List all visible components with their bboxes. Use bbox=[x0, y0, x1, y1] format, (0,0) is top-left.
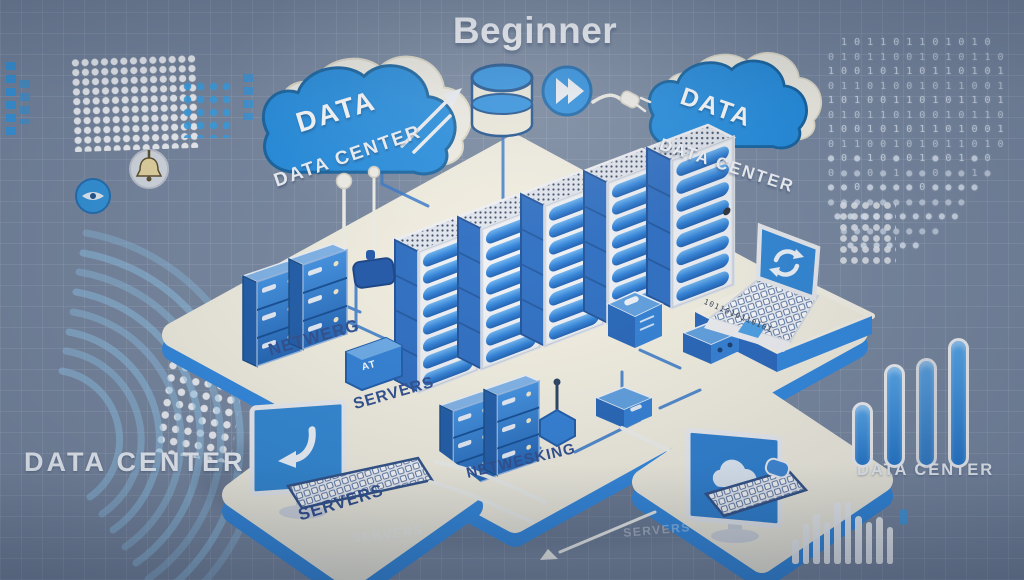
bar bbox=[813, 514, 820, 564]
pattern-row: 0 ● ● 0 ● 1 ● ● 0 ● ● 1 ● bbox=[828, 167, 992, 179]
pattern-row: 0 1 0 1 1 0 1 0 0 1 0 1 1 0 bbox=[828, 109, 1005, 121]
cloud-right bbox=[647, 52, 823, 150]
pixel-column-decor bbox=[20, 80, 30, 124]
pattern-row: 1 0 0 1 0 1 0 1 1 0 1 0 0 1 bbox=[828, 124, 1005, 135]
bar bbox=[802, 524, 809, 564]
right-keyboard bbox=[703, 468, 809, 518]
waveform-dot bbox=[899, 509, 908, 525]
fast-forward-icon bbox=[541, 65, 593, 117]
pixel-column-decor bbox=[6, 62, 16, 138]
pattern-row: ● ● ● ● ● ● ● ● bbox=[828, 225, 939, 237]
eye-icon bbox=[75, 178, 111, 214]
pixel-column-decor bbox=[243, 74, 253, 120]
bar bbox=[792, 539, 799, 564]
pattern-row: 1 0 1 1 0 1 1 0 1 0 1 0 bbox=[828, 37, 992, 48]
mouse-device bbox=[764, 457, 791, 479]
bar bbox=[916, 358, 937, 468]
network-box bbox=[681, 321, 741, 364]
bar bbox=[823, 522, 830, 564]
bell-icon bbox=[129, 149, 169, 189]
pattern-row: 0 1 1 0 1 0 0 1 0 1 1 0 0 1 bbox=[828, 80, 1005, 92]
bar bbox=[852, 402, 873, 468]
pattern-row: 0 1 1 0 0 1 0 1 0 1 1 0 1 0 bbox=[828, 138, 1005, 150]
bar bbox=[876, 517, 883, 564]
bar bbox=[886, 527, 893, 564]
bar bbox=[865, 522, 872, 564]
label-data-center-bottom-left: DATA CENTER bbox=[24, 447, 246, 477]
fingerprint-pattern bbox=[58, 229, 264, 580]
laptop bbox=[704, 222, 821, 352]
bar-chart bbox=[852, 330, 994, 468]
bar bbox=[834, 502, 841, 564]
plug-icon bbox=[591, 90, 652, 113]
bar bbox=[855, 516, 862, 564]
bar bbox=[948, 338, 969, 468]
left-keyboard bbox=[285, 456, 435, 510]
pattern-row: 1 0 0 1 0 1 1 0 1 1 0 1 0 1 bbox=[828, 66, 1005, 77]
pattern-row: ● ● 0 ● ● ● ● 0 ● ● ● ● bbox=[828, 182, 978, 193]
pattern-row: 1 0 1 0 0 1 1 0 1 0 1 1 0 1 bbox=[828, 95, 1005, 106]
pattern-row: 0 1 0 1 1 0 0 1 0 1 0 1 1 0 bbox=[828, 51, 1005, 63]
waveform-bars bbox=[792, 498, 904, 564]
binary-pattern: 1 0 1 1 0 1 1 0 1 0 1 0 0 1 0 1 1 0 0 1 0… bbox=[828, 36, 1016, 254]
cloud-left bbox=[261, 55, 472, 176]
tagged-box bbox=[345, 336, 403, 392]
pattern-row: ● ● ● ● ● ● ● ● ● ● ● bbox=[828, 196, 965, 208]
page-title: Beginner bbox=[452, 10, 618, 51]
database-icon bbox=[470, 63, 534, 138]
pattern-row: ● ● ● ● ● ● bbox=[828, 240, 920, 251]
bar bbox=[884, 364, 905, 468]
edge-box bbox=[594, 386, 654, 428]
growth-arrow-icon bbox=[400, 88, 462, 154]
switch-box bbox=[606, 291, 664, 348]
sync-icon bbox=[769, 249, 804, 277]
pattern-row: ● 0 ● 1 0 ● 0 1 ● 0 1 ● 0 bbox=[828, 153, 992, 164]
bar bbox=[844, 502, 851, 564]
pattern-row: ● ● ● ● ● ● ● ● ● ● bbox=[828, 211, 959, 222]
connection-cables bbox=[428, 426, 670, 560]
router-device bbox=[352, 250, 396, 289]
antenna-device bbox=[539, 378, 576, 448]
